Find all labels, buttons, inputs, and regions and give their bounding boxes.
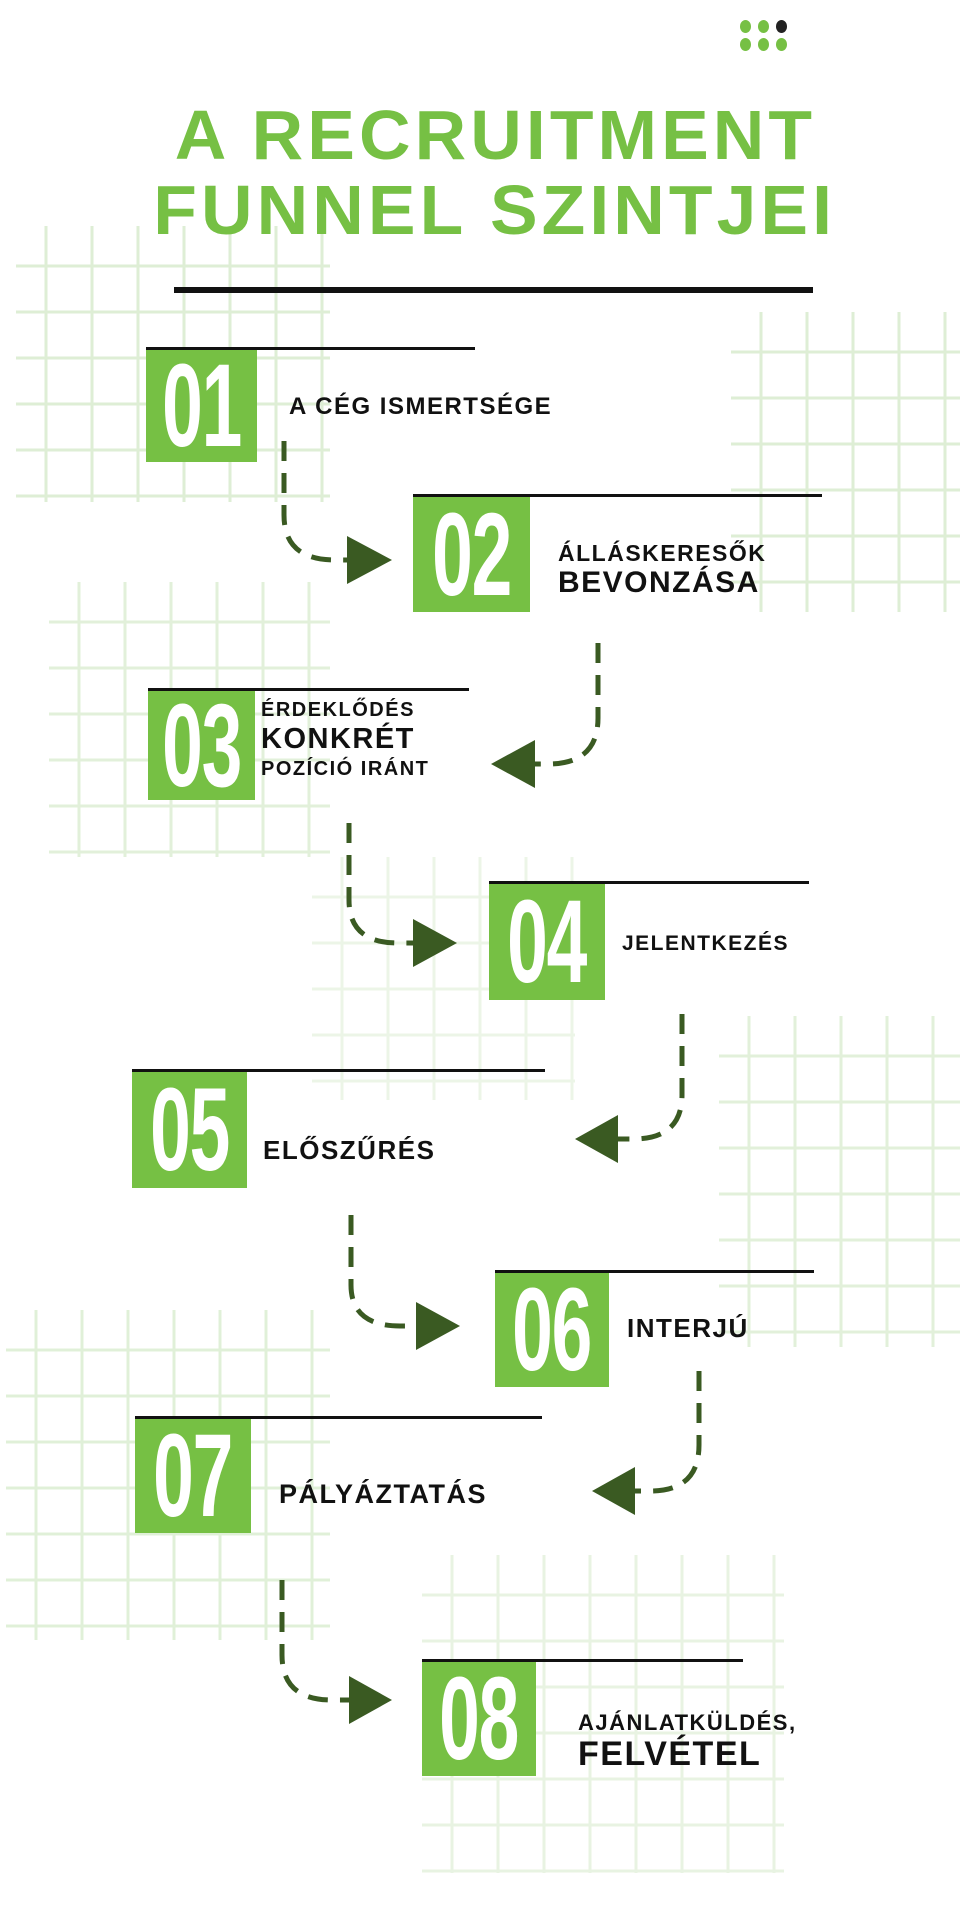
title-line-2: FUNNEL SZINTJEI	[153, 171, 837, 249]
step-06-line	[495, 1270, 814, 1273]
step-04-number-box: 04	[489, 884, 605, 1000]
arrow-04-05-path	[613, 1014, 685, 1142]
dots-decoration	[740, 20, 790, 51]
step-08-number-box: 08	[422, 1662, 536, 1776]
step-03-line	[148, 688, 469, 691]
arrow-06-07-head-icon	[592, 1467, 635, 1515]
step-04-label: JELENTKEZÉS	[622, 932, 790, 955]
arrow-03-04-path	[346, 823, 418, 946]
step-07-number-box: 07	[135, 1419, 251, 1533]
arrow-06-07-path	[631, 1371, 702, 1494]
arrow-01-02-path	[281, 441, 352, 563]
arrow-04-05-head-icon	[575, 1115, 618, 1163]
step-01-line	[146, 347, 475, 350]
arrow-05-06-path	[348, 1215, 420, 1329]
step-05-label: ELŐSZŰRÉS	[263, 1135, 436, 1165]
step-06-label: INTERJÚ	[627, 1313, 749, 1343]
step-06-number-box: 06	[495, 1273, 609, 1387]
step-03-number-box: 03	[148, 691, 255, 800]
title-divider	[174, 287, 813, 293]
grid-patch	[6, 1310, 330, 1640]
grid-patch	[731, 312, 960, 612]
arrow-05-06-head-icon	[416, 1302, 460, 1350]
step-07-line	[135, 1416, 542, 1419]
arrow-01-02-head-icon	[347, 536, 392, 584]
arrow-02-03-head-icon	[491, 740, 535, 788]
arrow-07-08-head-icon	[349, 1676, 392, 1724]
step-number: 01	[162, 350, 242, 462]
step-number: 02	[432, 497, 512, 612]
step-05-number-box: 05	[132, 1072, 247, 1188]
step-04-line	[489, 881, 809, 884]
step-05-line	[132, 1069, 545, 1072]
arrow-02-03-path	[530, 643, 601, 767]
step-02-line	[413, 494, 822, 497]
step-number: 05	[150, 1072, 230, 1188]
title-line-1: A RECRUITMENT	[174, 96, 816, 174]
step-07-label: PÁLYÁZTATÁS	[279, 1479, 488, 1509]
arrow-07-08-path	[279, 1580, 353, 1703]
arrow-03-04-head-icon	[413, 919, 457, 967]
step-01-label: A CÉG ISMERTSÉGE	[289, 393, 553, 420]
step-02-number-box: 02	[413, 497, 530, 612]
step-number: 03	[162, 691, 242, 800]
step-number: 06	[512, 1273, 593, 1387]
grid-patch	[719, 1016, 960, 1347]
step-08-label: AJÁNLATKÜLDÉS,FELVÉTEL	[578, 1710, 797, 1774]
step-08-line	[422, 1659, 743, 1662]
step-number: 04	[507, 884, 588, 1000]
step-01-number-box: 01	[146, 350, 257, 462]
step-number: 07	[153, 1419, 234, 1533]
step-number: 08	[439, 1662, 520, 1776]
